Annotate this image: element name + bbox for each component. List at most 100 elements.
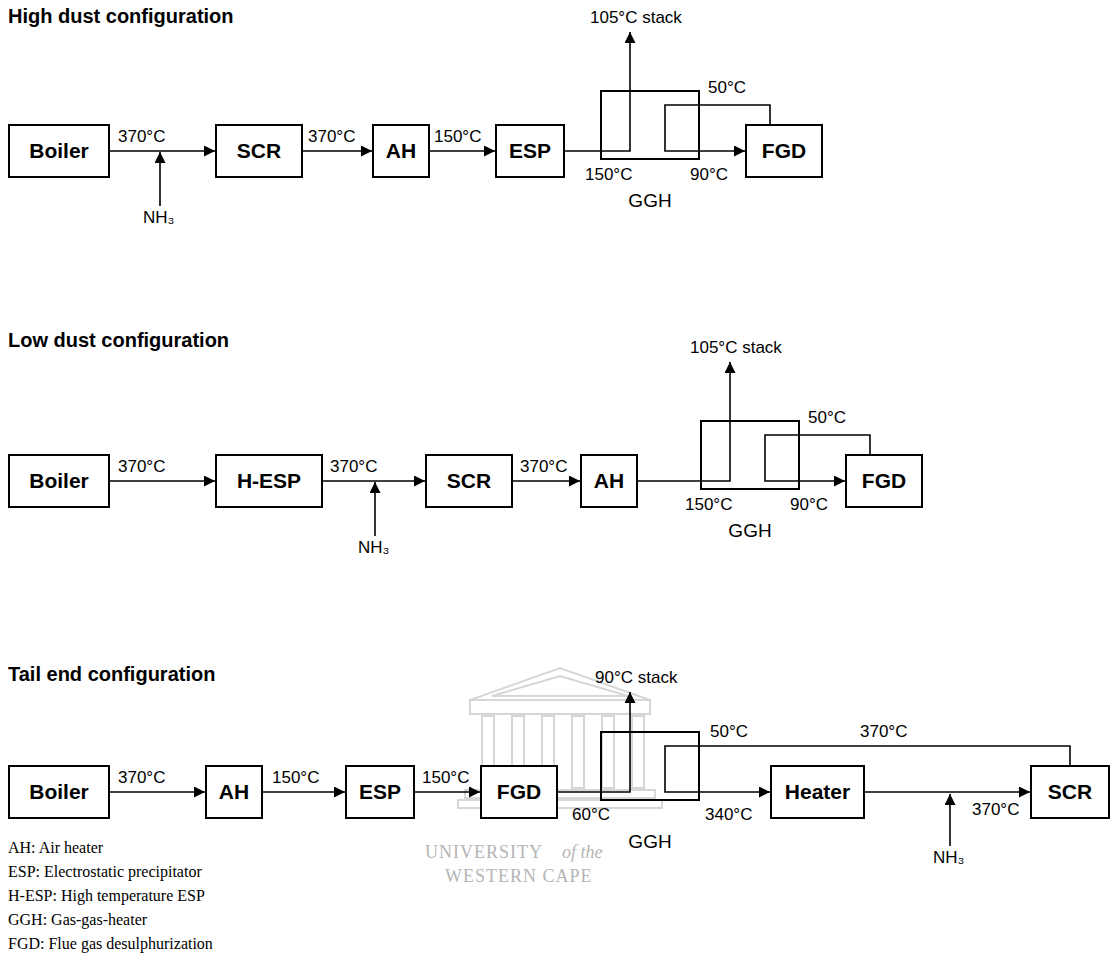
- reagent-label: NH₃: [933, 848, 964, 868]
- flue-gas-connector: [800, 435, 870, 454]
- equipment-name: AH: [219, 780, 249, 804]
- flue-gas-connector: [110, 480, 215, 482]
- flue-gas-connector: [800, 480, 845, 482]
- equipment-name: FGD: [862, 469, 906, 493]
- temperature-label: 370°C: [308, 127, 355, 147]
- temperature-label: 370°C: [118, 768, 165, 788]
- flue-gas-connector: [700, 791, 770, 793]
- temperature-label: 50°C: [708, 78, 746, 98]
- logo-column: [572, 716, 584, 788]
- flue-gas-connector: [415, 791, 480, 793]
- equipment-name: Boiler: [29, 780, 89, 804]
- temperature-label: 90°C: [690, 165, 728, 185]
- temperature-label: 370°C: [118, 127, 165, 147]
- equipment-name: ESP: [509, 139, 551, 163]
- equipment-name: AH: [594, 469, 624, 493]
- injection-arrow: [374, 482, 376, 536]
- stack-arrow: [600, 692, 630, 792]
- equipment-name: H-ESP: [237, 469, 301, 493]
- temperature-label: 150°C: [422, 768, 469, 788]
- temperature-label: 90°C: [790, 495, 828, 515]
- watermark-text: WESTERN CAPE: [445, 866, 593, 886]
- equipment-box: H-ESP: [215, 454, 323, 508]
- ggh-flow-path: [665, 105, 700, 151]
- abbreviation-note: AH: Air heater: [8, 838, 103, 858]
- equipment-box: FGD: [480, 765, 558, 819]
- watermark-text: of the: [562, 842, 603, 862]
- temperature-label: 370°C: [330, 457, 377, 477]
- equipment-name: Heater: [785, 780, 850, 804]
- equipment-name: GGH: [628, 190, 671, 212]
- equipment-name: ESP: [359, 780, 401, 804]
- flue-gas-connector: [565, 150, 600, 152]
- watermark-text: UNIVERSITY: [425, 842, 543, 862]
- heat-exchanger-box: GGH: [700, 420, 800, 490]
- equipment-name: AH: [386, 139, 416, 163]
- stack-label: 105°C stack: [690, 338, 782, 358]
- injection-arrow: [159, 152, 161, 206]
- flue-gas-connector: [700, 150, 745, 152]
- equipment-box: ESP: [495, 124, 565, 178]
- temperature-label: 370°C: [520, 457, 567, 477]
- section-title: Low dust configuration: [8, 330, 229, 350]
- flue-gas-connector: [513, 480, 580, 482]
- stack-label: 90°C stack: [595, 668, 677, 688]
- abbreviation-note: ESP: Electrostatic precipitator: [8, 862, 202, 882]
- temperature-label: 370°C: [860, 722, 907, 742]
- equipment-box: SCR: [215, 124, 303, 178]
- equipment-name: SCR: [237, 139, 281, 163]
- abbreviation-note: GGH: Gas-gas-heater: [8, 910, 147, 930]
- equipment-box: SCR: [1030, 765, 1110, 819]
- equipment-box: FGD: [845, 454, 923, 508]
- flue-gas-connector: [430, 150, 495, 152]
- equipment-box: Boiler: [8, 124, 110, 178]
- temperature-label: 370°C: [118, 457, 165, 477]
- temperature-label: 150°C: [685, 495, 732, 515]
- equipment-box: AH: [205, 765, 263, 819]
- equipment-name: FGD: [762, 139, 806, 163]
- equipment-name: FGD: [497, 780, 541, 804]
- flue-gas-connector: [303, 150, 372, 152]
- flue-gas-connector: [263, 791, 345, 793]
- equipment-box: FGD: [745, 124, 823, 178]
- heat-exchanger-box: GGH: [600, 731, 700, 801]
- logo-column: [602, 716, 614, 788]
- temperature-label: 60°C: [572, 805, 610, 825]
- equipment-name: GGH: [728, 520, 771, 542]
- ggh-flow-path: [665, 746, 700, 792]
- equipment-name: SCR: [1048, 780, 1092, 804]
- equipment-name: GGH: [628, 831, 671, 853]
- logo-column: [632, 716, 644, 788]
- flue-gas-connector: [110, 150, 215, 152]
- section-title: Tail end configuration: [8, 664, 215, 684]
- logo-entablature: [470, 700, 650, 714]
- stack-label: 105°C stack: [590, 8, 682, 28]
- temperature-label: 340°C: [705, 805, 752, 825]
- temperature-label: 150°C: [585, 165, 632, 185]
- equipment-box: ESP: [345, 765, 415, 819]
- temperature-label: 50°C: [808, 408, 846, 428]
- injection-arrow: [949, 794, 951, 846]
- section-title: High dust configuration: [8, 6, 234, 26]
- abbreviation-note: FGD: Flue gas desulphurization: [8, 934, 213, 954]
- reagent-label: NH₃: [143, 208, 174, 228]
- equipment-name: Boiler: [29, 469, 89, 493]
- temperature-label: 50°C: [710, 722, 748, 742]
- temperature-label: 150°C: [272, 768, 319, 788]
- equipment-name: Boiler: [29, 139, 89, 163]
- equipment-name: SCR: [447, 469, 491, 493]
- heat-exchanger-box: GGH: [600, 90, 700, 160]
- flue-gas-connector: [638, 480, 700, 482]
- temperature-label: 370°C: [972, 800, 1019, 820]
- equipment-box: SCR: [425, 454, 513, 508]
- ggh-flow-path: [765, 435, 800, 481]
- flue-gas-connector: [558, 791, 600, 793]
- abbreviation-note: H-ESP: High temperature ESP: [8, 886, 205, 906]
- temperature-label: 150°C: [434, 127, 481, 147]
- flue-gas-connector: [700, 746, 1070, 765]
- flue-gas-connector: [323, 480, 425, 482]
- equipment-box: AH: [580, 454, 638, 508]
- flue-gas-connector: [110, 791, 205, 793]
- equipment-box: Boiler: [8, 454, 110, 508]
